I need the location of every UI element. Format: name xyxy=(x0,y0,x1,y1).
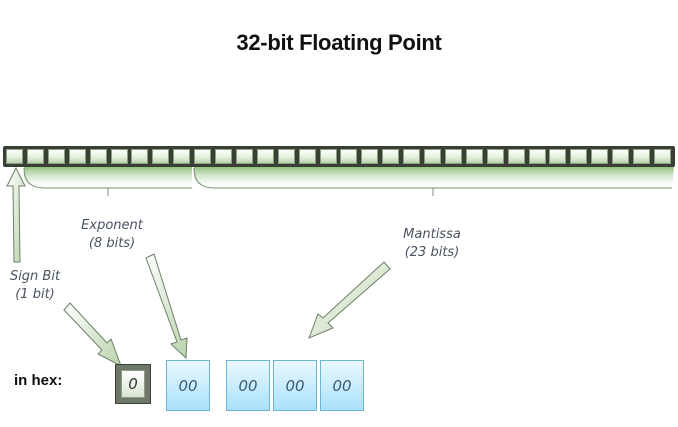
exponent-label-name: Exponent xyxy=(81,218,143,233)
bit-cell xyxy=(152,149,170,164)
sign-label: Sign Bit (1 bit) xyxy=(0,268,70,304)
bit-cell xyxy=(215,149,232,164)
sign-label-name: Sign Bit xyxy=(9,269,61,284)
mantissa-bracket xyxy=(194,167,674,188)
exponent-label-size: (8 bits) xyxy=(88,236,136,251)
bit-cell xyxy=(382,149,400,164)
exponent-label: Exponent (8 bits) xyxy=(72,217,152,253)
bit-cell xyxy=(507,149,525,164)
sign-label-size: (1 bit) xyxy=(15,287,55,302)
bit-cell xyxy=(549,149,567,164)
bit-cell xyxy=(528,149,546,164)
bit-cell xyxy=(277,149,295,164)
bit-cell xyxy=(194,149,212,164)
hex-byte: 00 xyxy=(320,360,364,411)
bit-cell xyxy=(340,149,358,164)
hex-byte: 00 xyxy=(273,360,317,411)
exponent-arrow xyxy=(145,253,188,360)
bit-cell xyxy=(110,149,128,164)
bit-cell xyxy=(653,149,671,164)
bit-cell xyxy=(298,149,316,164)
hex-byte: 00 xyxy=(166,360,210,411)
exponent-bracket xyxy=(24,167,192,188)
hex-byte: 00 xyxy=(226,360,270,411)
sign-hex-value: 0 xyxy=(121,370,145,398)
bit-cell xyxy=(47,149,65,164)
bit-cell xyxy=(486,149,504,164)
bit-cell xyxy=(173,149,191,164)
bit-cell xyxy=(6,149,23,164)
mantissa-bracket-line xyxy=(193,167,672,189)
diagram-title: 32-bit Floating Point xyxy=(236,30,442,55)
mantissa-arrow xyxy=(308,261,391,339)
sign-to-hex-arrow xyxy=(63,302,122,368)
bit-cell xyxy=(131,149,149,164)
bit-cell xyxy=(26,149,44,164)
sign-arrow xyxy=(6,166,26,263)
bit-cell xyxy=(361,149,379,164)
bit-cell xyxy=(570,149,588,164)
bit-cell xyxy=(319,149,337,164)
bit-cell xyxy=(68,149,86,164)
exponent-bracket-line xyxy=(23,167,192,189)
mantissa-label: Mantissa (23 bits) xyxy=(392,226,472,262)
hex-label: in hex: xyxy=(14,372,63,389)
bit-cell xyxy=(612,149,630,164)
bit-cell xyxy=(256,149,274,164)
mantissa-label-name: Mantissa xyxy=(403,227,461,242)
bit-bar xyxy=(3,146,675,167)
bit-cell xyxy=(591,149,609,164)
bit-cell xyxy=(403,149,421,164)
bit-cell xyxy=(633,149,650,164)
bit-cell xyxy=(465,149,483,164)
mantissa-label-size: (23 bits) xyxy=(404,245,460,260)
bit-cell xyxy=(89,149,107,164)
sign-hex-box: 0 xyxy=(115,364,151,404)
bit-cell xyxy=(444,149,462,164)
bit-cell xyxy=(235,149,253,164)
bit-cell xyxy=(424,149,441,164)
